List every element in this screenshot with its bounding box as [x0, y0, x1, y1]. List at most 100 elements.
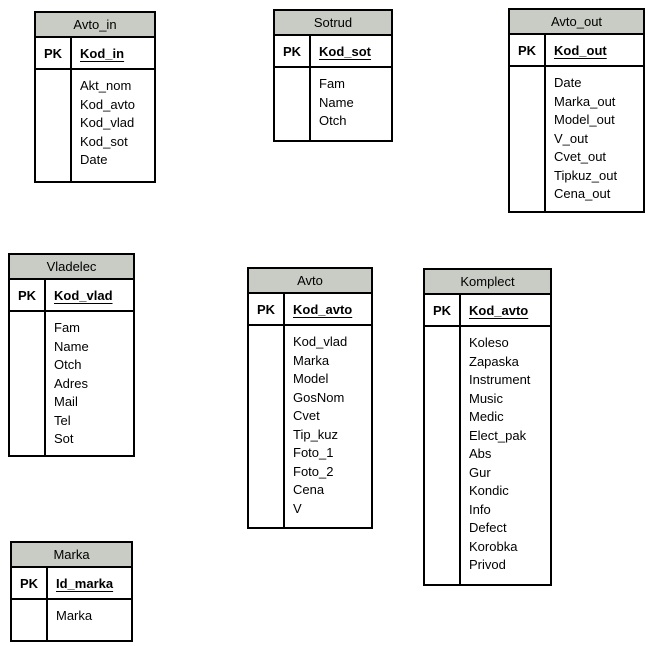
field-name: Medic: [469, 409, 504, 424]
pk-label: PK: [425, 295, 461, 325]
pk-row: PK Kod_in: [36, 38, 154, 70]
pk-field-name: Kod_out: [554, 42, 607, 58]
pk-row: PK Kod_vlad: [10, 280, 133, 312]
field-name: Koleso: [469, 335, 509, 350]
field-name: Date: [554, 75, 582, 90]
pk-column-spacer: [36, 70, 72, 181]
table-title: Komplect: [425, 270, 550, 295]
pk-row: PK Id_marka: [12, 568, 131, 600]
field-name: Otch: [319, 113, 347, 128]
field-name: GosNom: [293, 389, 345, 405]
field-name: V: [293, 500, 302, 516]
pk-field-name: Kod_avto: [469, 302, 529, 318]
pk-field-name: Id_marka: [56, 575, 114, 591]
field-name: Marka: [56, 608, 93, 623]
field-name: Model_out: [554, 112, 615, 127]
field-name: Zapaska: [469, 353, 519, 369]
table-marka: Marka PK Id_marka Marka: [10, 541, 133, 642]
fields-section: Marka: [12, 600, 131, 640]
table-title: Avto_out: [510, 10, 643, 35]
pk-label: PK: [249, 294, 285, 324]
field-name: Sot: [54, 431, 74, 446]
field-name: Tipkuz_out: [554, 167, 618, 183]
field-name: Name: [319, 94, 354, 110]
table-title: Avto: [249, 269, 371, 294]
field-name: Name: [54, 338, 89, 354]
field-name: Cena_out: [554, 186, 611, 201]
pk-label: PK: [12, 568, 48, 598]
field-name: Akt_nom: [80, 78, 132, 93]
pk-row: PK Kod_avto: [249, 294, 371, 326]
field-name: Foto_1: [293, 445, 334, 460]
table-title: Marka: [12, 543, 131, 568]
field-name: Kod_vlad: [80, 115, 135, 130]
field-name: Gur: [469, 464, 491, 480]
pk-label: PK: [275, 36, 311, 66]
field-name: Kod_vlad: [293, 334, 348, 349]
field-name: Foto_2: [293, 463, 334, 479]
field-name: Privod: [469, 557, 506, 572]
pk-row: PK Kod_avto: [425, 295, 550, 327]
field-name: Marka: [293, 352, 330, 368]
pk-field-name: Kod_in: [80, 45, 125, 61]
field-name: Korobka: [469, 538, 518, 554]
field-name: Cena: [293, 482, 325, 497]
pk-column-spacer: [510, 67, 546, 211]
field-name: Tel: [54, 412, 71, 428]
table-title: Avto_in: [36, 13, 154, 38]
field-name: Abs: [469, 446, 492, 461]
field-list: Marka: [48, 600, 131, 640]
field-name: Info: [469, 501, 491, 517]
field-name: Music: [469, 390, 503, 406]
pk-column-spacer: [249, 326, 285, 527]
field-name: Elect_pak: [469, 427, 527, 443]
field-name: Kondic: [469, 483, 509, 498]
field-name: Defect: [469, 520, 507, 535]
pk-label: PK: [510, 35, 546, 65]
pk-column-spacer: [10, 312, 46, 455]
pk-row: PK Kod_out: [510, 35, 643, 67]
pk-label: PK: [10, 280, 46, 310]
field-name: Marka_out: [554, 93, 616, 109]
pk-field-name: Kod_avto: [293, 301, 353, 317]
field-name: Kod_avto: [80, 96, 135, 112]
pk-field-name: Kod_sot: [319, 43, 371, 59]
field-name: Date: [80, 152, 108, 167]
field-name: Cvet: [293, 408, 320, 423]
field-name: Fam: [54, 320, 80, 335]
table-title: Vladelec: [10, 255, 133, 280]
field-name: Adres: [54, 375, 88, 391]
field-name: Cvet_out: [554, 149, 607, 164]
pk-column-spacer: [425, 327, 461, 584]
field-name: Tip_kuz: [293, 426, 339, 442]
field-name: Kod_sot: [80, 133, 128, 149]
field-name: V_out: [554, 130, 588, 146]
field-name: Model: [293, 371, 329, 386]
field-name: Mail: [54, 394, 78, 409]
pk-column-spacer: [275, 68, 311, 140]
field-name: Instrument: [469, 372, 531, 387]
table-title: Sotrud: [275, 11, 391, 36]
pk-field-name: Kod_vlad: [54, 287, 113, 303]
pk-row: PK Kod_sot: [275, 36, 391, 68]
pk-label: PK: [36, 38, 72, 68]
pk-column-spacer: [12, 600, 48, 640]
